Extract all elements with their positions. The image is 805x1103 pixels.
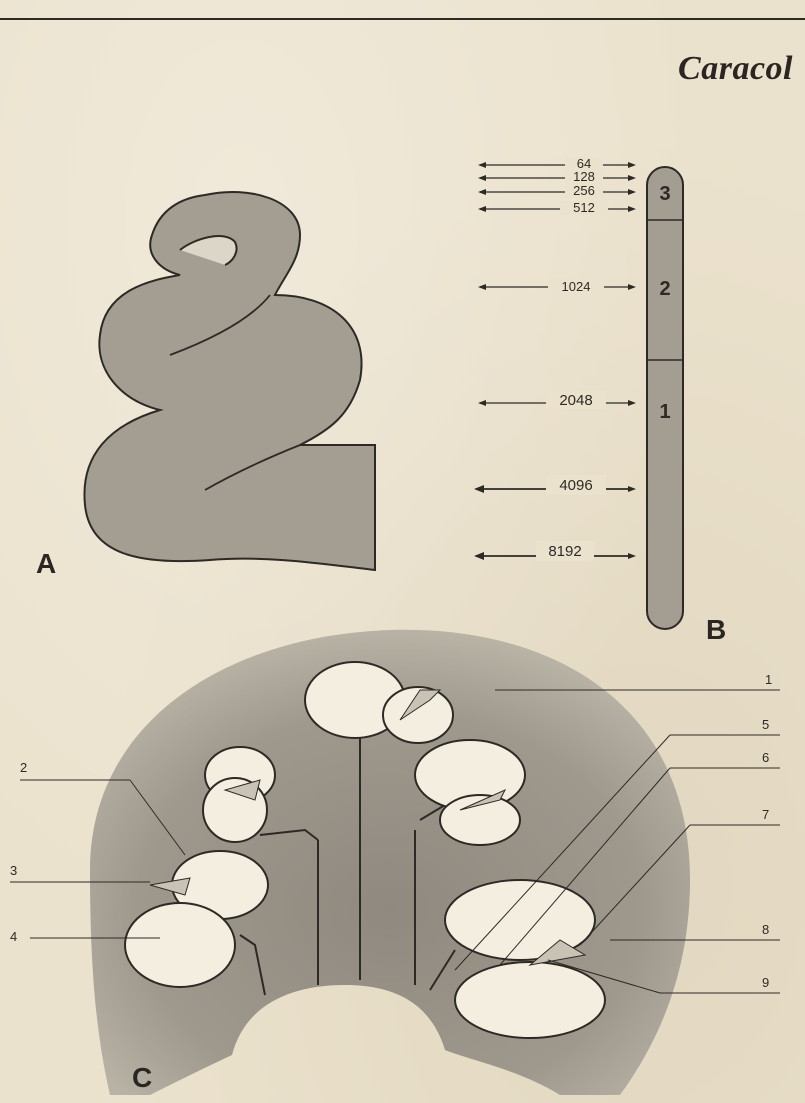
figure-b-letter: B [706, 614, 726, 646]
callout-7: 7 [762, 807, 769, 822]
figure-c-letter: C [132, 1062, 152, 1094]
callout-8: 8 [762, 922, 769, 937]
callout-1: 1 [765, 672, 772, 687]
callout-3: 3 [10, 863, 17, 878]
callout-9: 9 [762, 975, 769, 990]
callout-5: 5 [762, 717, 769, 732]
callout-2: 2 [20, 760, 27, 775]
figure-a-letter: A [36, 548, 56, 580]
callout-6: 6 [762, 750, 769, 765]
callout-4: 4 [10, 929, 17, 944]
